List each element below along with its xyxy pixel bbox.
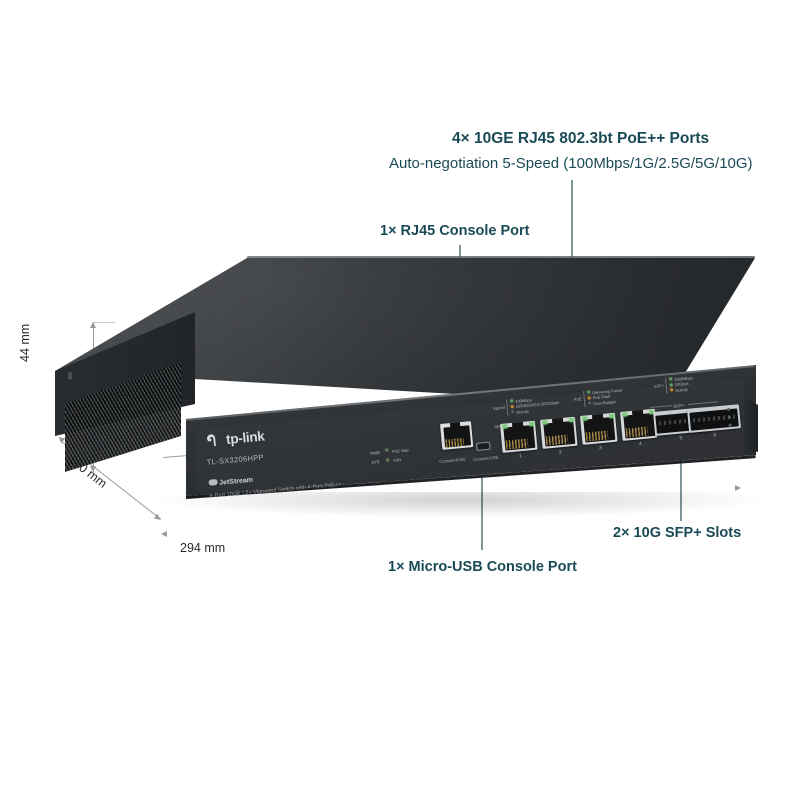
- poe-led-over-budget: [588, 401, 592, 405]
- console-rj45-jack[interactable]: [440, 421, 474, 450]
- sfp-cage-6[interactable]: [687, 404, 741, 433]
- callout-line-sfp-slots: [680, 443, 682, 521]
- speed-legend-title: Speed: [492, 404, 506, 411]
- sfp-legend-divider: [665, 377, 668, 394]
- callout-microusb-console-line1: 1× Micro-USB Console Port: [388, 559, 577, 575]
- led-label-fan: FAN: [393, 457, 402, 463]
- sfp-legend-title: SFP+: [653, 382, 665, 389]
- microusb-jack[interactable]: [476, 441, 491, 451]
- poe-legend-item-2: Over Budget: [592, 398, 616, 406]
- rj45-led-right-3: [608, 413, 614, 419]
- dimension-height-arrow-bottom: [90, 466, 96, 472]
- rj45-port-number-4: 4: [638, 441, 643, 448]
- callout-rj45-console-line1: 1× RJ45 Console Port: [380, 223, 530, 239]
- led-label-pwr: PWR: [370, 449, 381, 456]
- dimension-height-ext-top: [93, 322, 115, 323]
- callout-sfp-slots-line1: 2× 10G SFP+ Slots: [613, 525, 742, 541]
- speed-legend-item-2: Activity: [515, 408, 530, 415]
- led-sys-indicator: [385, 457, 390, 462]
- callout-rj45-ports-line1: 4× 10GE RJ45 802.3bt PoE++ Ports: [452, 130, 710, 147]
- rj45-jack-1[interactable]: [500, 420, 538, 453]
- poe-legend-divider: [583, 390, 586, 408]
- speed-legend-divider: [506, 399, 509, 416]
- sfp-row-label: SFP+: [673, 402, 686, 409]
- sfp-port-number-5: 5: [679, 435, 683, 442]
- led-label-poe-max: PoE Max: [392, 446, 410, 454]
- led-label-sys: SYS: [371, 459, 380, 465]
- dimension-width-label: 294 mm: [180, 541, 226, 555]
- rj45-port-number-3: 3: [598, 445, 603, 452]
- sub-brand-name: JetStream: [218, 476, 254, 487]
- chassis-shadow: [150, 492, 770, 518]
- sfp-port-number-6: 6: [713, 432, 717, 439]
- dimension-height-arrow-top: [90, 322, 96, 328]
- rj45-led-right-2: [568, 417, 574, 423]
- rj45-led-left-4: [621, 412, 627, 417]
- chassis-screw: [68, 372, 72, 380]
- branding-block: tp-link TL-SX3206HPP JetStream 6-Port 10…: [204, 421, 341, 499]
- rj45-led-left-2: [541, 420, 547, 425]
- callout-rj45-ports-line2: Auto-negotiation 5-Speed (100Mbps/1G/2.5…: [389, 155, 753, 172]
- poe-legend-title: PoE: [573, 396, 582, 402]
- callout-line-microusb-console: [481, 463, 483, 550]
- speed-led-multigig: [510, 404, 514, 408]
- chassis-top-edge-highlight: [247, 256, 755, 258]
- rj45-jack-2[interactable]: [540, 416, 578, 449]
- poe-led-delivering-power: [587, 390, 591, 394]
- speed-led-activity: [511, 410, 515, 414]
- rj45-jack-4[interactable]: [620, 408, 658, 441]
- sfp-led-activity: [670, 388, 674, 392]
- rj45-jack-3[interactable]: [580, 412, 618, 445]
- console-rj45-pins: [445, 437, 465, 448]
- brand-name: tp-link: [225, 428, 266, 447]
- poe-led-fault: [587, 395, 591, 400]
- rj45-led-left-1: [501, 424, 507, 429]
- dimension-width-arrow-left: [161, 531, 167, 537]
- speed-led-100mbps: [510, 399, 514, 403]
- rj45-port-number-1: 1: [518, 453, 523, 460]
- sfp-led-10gbps: [669, 382, 673, 386]
- rj45-led-left-3: [581, 416, 587, 421]
- led-indicator-group: PWR PoE Max SYS FAN: [370, 443, 430, 474]
- tp-link-logo-icon: [204, 432, 219, 449]
- rj45-led-right-1: [528, 421, 534, 427]
- jetstream-logo-icon: [208, 478, 218, 486]
- led-pwr-indicator: [385, 448, 389, 452]
- sfp-legend-item-2: Activity: [674, 386, 689, 393]
- rj45-port-number-2: 2: [558, 449, 563, 456]
- sfp-led-1000mbps: [669, 377, 673, 381]
- chassis-right-face: [742, 396, 758, 452]
- dimension-width-arrow-right: [735, 485, 741, 491]
